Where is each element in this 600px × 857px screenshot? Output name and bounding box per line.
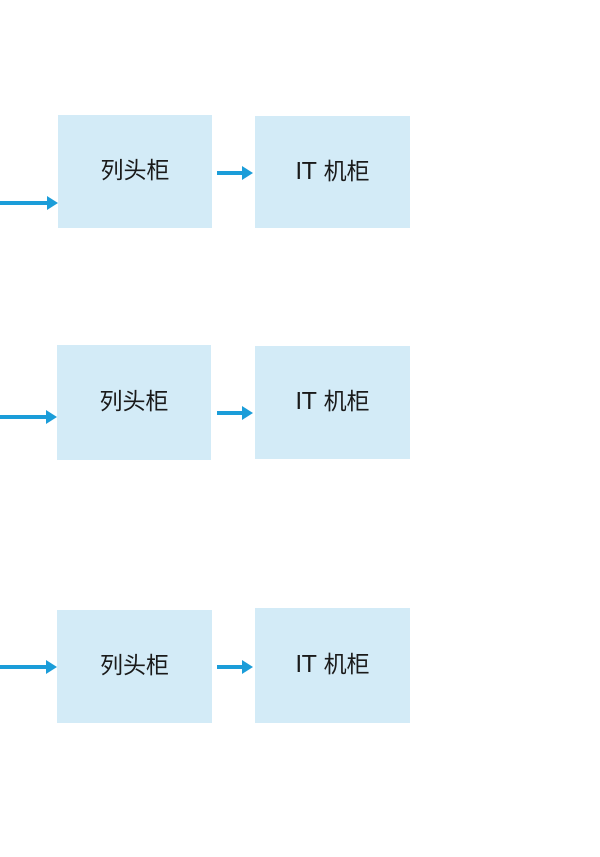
arrow-input-row3 — [0, 659, 57, 675]
arrow-between-row3 — [217, 659, 253, 675]
node-label: IT 机柜 — [295, 652, 370, 678]
arrow-input-row1 — [0, 195, 58, 211]
arrow-shaft — [0, 415, 48, 419]
node-row-head-cabinet-row3: 列头柜 — [57, 610, 212, 723]
arrowhead-icon — [242, 660, 253, 674]
node-row-head-cabinet-row1: 列头柜 — [58, 115, 212, 228]
node-it-cabinet-row1: IT 机柜 — [255, 116, 410, 228]
node-label: 列头柜 — [99, 389, 169, 415]
arrow-shaft — [217, 171, 244, 175]
node-it-cabinet-row2: IT 机柜 — [255, 346, 410, 459]
arrow-between-row1 — [217, 165, 253, 181]
node-row-head-cabinet-row2: 列头柜 — [57, 345, 211, 460]
arrow-shaft — [0, 665, 48, 669]
arrowhead-icon — [242, 166, 253, 180]
arrow-shaft — [0, 201, 49, 205]
arrow-shaft — [217, 665, 244, 669]
node-it-cabinet-row3: IT 机柜 — [255, 608, 410, 723]
arrowhead-icon — [47, 196, 58, 210]
arrowhead-icon — [46, 410, 57, 424]
node-label: IT 机柜 — [295, 158, 370, 185]
arrowhead-icon — [46, 660, 57, 674]
arrow-between-row2 — [217, 405, 253, 421]
arrowhead-icon — [242, 406, 253, 420]
arrow-input-row2 — [0, 409, 57, 425]
node-label: 列头柜 — [100, 158, 170, 184]
arrow-shaft — [217, 411, 244, 415]
node-label: IT 机柜 — [295, 389, 370, 415]
node-label: 列头柜 — [100, 653, 169, 679]
